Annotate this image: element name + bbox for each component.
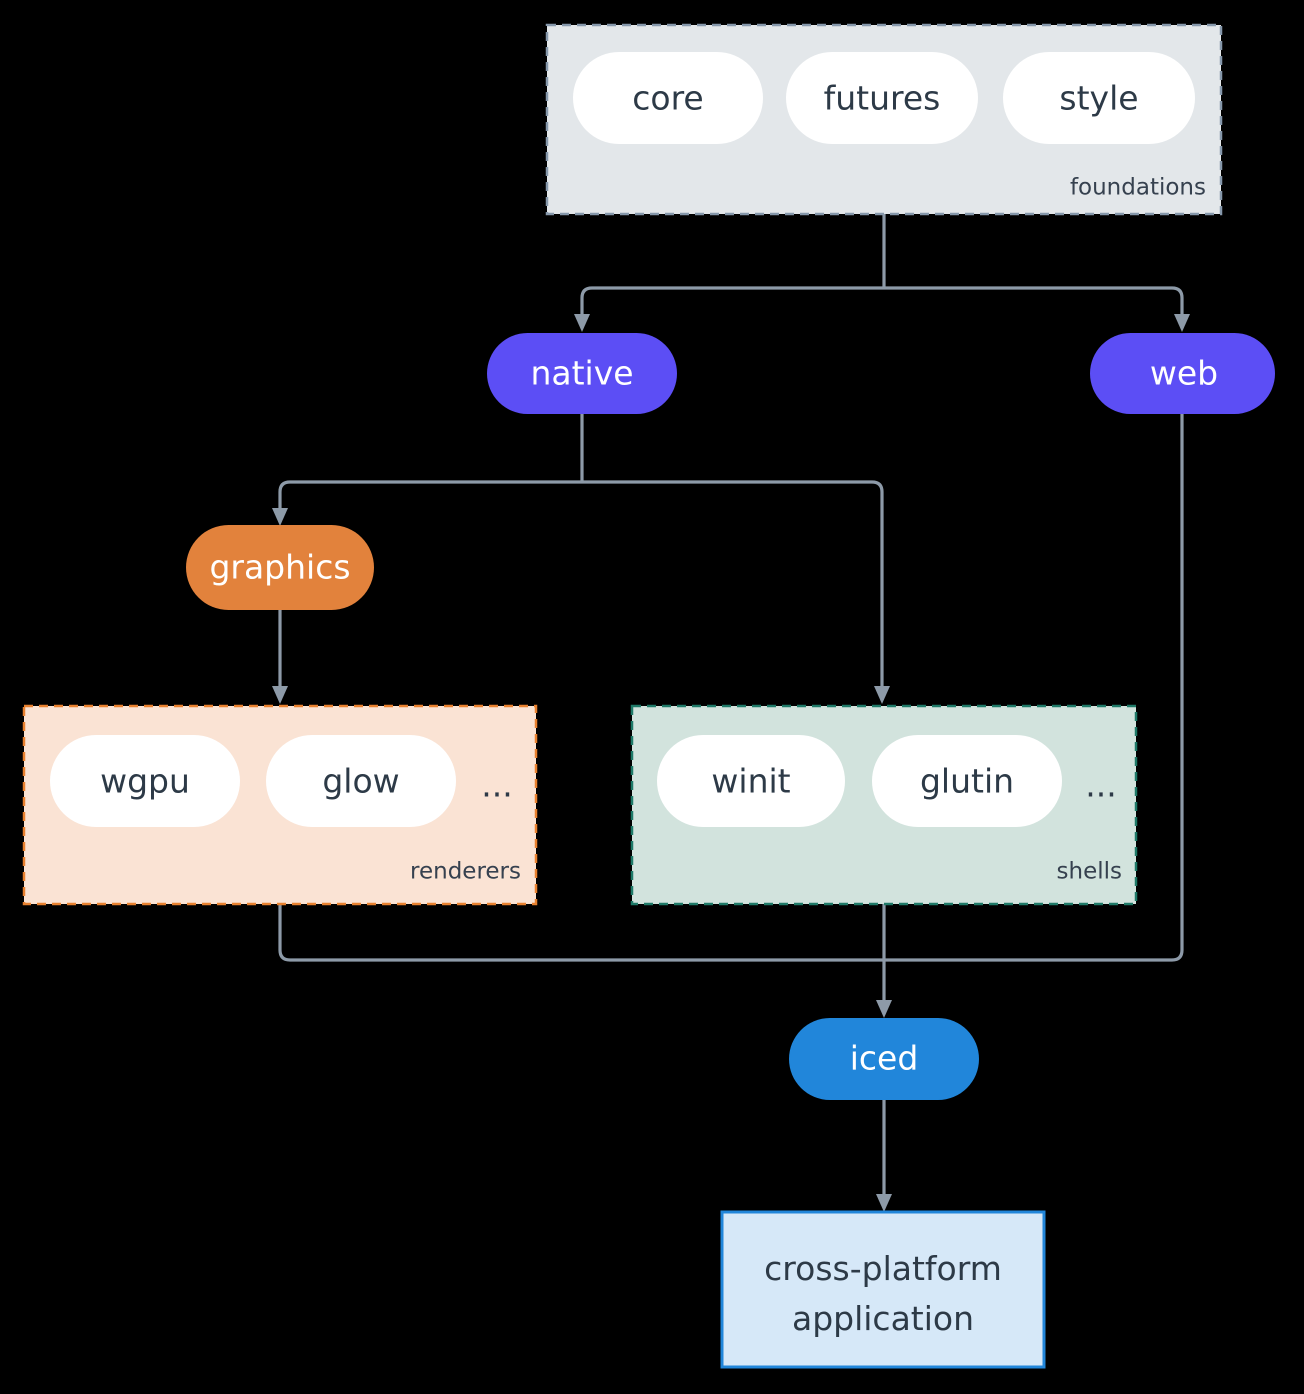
node-web-label: web	[1150, 354, 1218, 393]
node-graphics[interactable]: graphics	[186, 525, 374, 610]
node-winit-shape	[657, 735, 845, 827]
node-core[interactable]: core	[573, 52, 763, 144]
arrowhead-web	[1174, 314, 1190, 332]
node-graphics-label: graphics	[209, 548, 350, 587]
arrowhead-shells	[874, 686, 890, 704]
edge-layer	[272, 214, 1190, 1212]
edge-foundations-to-native	[580, 286, 884, 318]
node-glutin-shape	[872, 735, 1062, 827]
node-winit-label: winit	[711, 762, 790, 801]
arrowhead-application	[876, 1194, 892, 1212]
arrowhead-graphics	[272, 508, 288, 526]
edge-renderers-to-iced	[278, 904, 884, 962]
node-futures-label: futures	[824, 79, 941, 118]
node-application-label-line2: application	[792, 1299, 974, 1338]
edge-native-to-shells	[582, 480, 884, 690]
node-glutin-label: glutin	[920, 762, 1014, 801]
node-native[interactable]: native	[487, 333, 677, 414]
node-application-shape	[720, 1210, 1046, 1369]
node-style-label: style	[1059, 79, 1138, 118]
node-graphics-shape	[186, 525, 374, 610]
node-application-label-line1: cross-platform	[764, 1249, 1002, 1288]
node-wgpu-label: wgpu	[100, 762, 190, 801]
cluster-shells-label: shells	[1057, 859, 1122, 885]
arrowhead-renderers	[272, 686, 288, 704]
node-shells-more-label: ...	[1085, 766, 1116, 805]
node-glow-label: glow	[322, 762, 399, 801]
node-glow[interactable]: glow	[266, 735, 456, 827]
node-futures[interactable]: futures	[786, 52, 978, 144]
node-application[interactable]: cross-platform application	[720, 1210, 1046, 1369]
node-style-shape	[1003, 52, 1195, 144]
cluster-renderers-label: renderers	[410, 859, 521, 885]
node-native-label: native	[530, 354, 633, 393]
node-glow-shape	[266, 735, 456, 827]
cluster-shells: winit glutin ... shells	[630, 704, 1138, 906]
cluster-renderers: wgpu glow ... renderers	[22, 704, 538, 906]
node-futures-shape	[786, 52, 978, 144]
node-web[interactable]: web	[1090, 333, 1275, 414]
cluster-foundations-label: foundations	[1070, 175, 1206, 201]
node-iced[interactable]: iced	[789, 1018, 979, 1100]
edge-native-to-graphics	[278, 480, 582, 512]
node-glutin[interactable]: glutin	[872, 735, 1062, 827]
node-wgpu[interactable]: wgpu	[50, 735, 240, 827]
node-winit[interactable]: winit	[657, 735, 845, 827]
node-wgpu-shape	[50, 735, 240, 827]
node-renderers-more-label: ...	[481, 766, 512, 805]
node-core-label: core	[632, 79, 703, 118]
node-web-shape	[1090, 333, 1275, 414]
node-core-shape	[573, 52, 763, 144]
cluster-foundations: core futures style foundations	[545, 23, 1223, 216]
node-style[interactable]: style	[1003, 52, 1195, 144]
node-iced-shape	[789, 1018, 979, 1100]
arrowhead-native	[574, 314, 590, 332]
node-native-shape	[487, 333, 677, 414]
node-iced-label: iced	[850, 1039, 919, 1078]
arrowhead-iced	[876, 1000, 892, 1018]
edge-foundations-to-web	[884, 286, 1184, 318]
edge-web-to-iced	[884, 414, 1184, 962]
